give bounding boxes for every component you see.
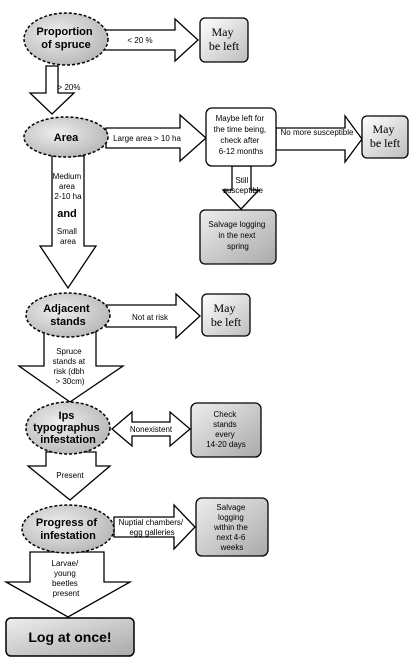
node-adjacent xyxy=(25,292,111,338)
box-salvage-weeks xyxy=(195,497,269,557)
arrow-medium-label: Medium area 2-10 ha xyxy=(53,172,84,201)
box-maybe-left-time xyxy=(205,107,277,167)
arrow-larvae xyxy=(3,551,133,618)
arrow-nuptial xyxy=(113,503,196,551)
box-check-stands-label: Check stands every 14-20 days xyxy=(206,410,246,449)
arrow-still xyxy=(221,165,261,210)
node-ips xyxy=(25,401,111,455)
arrow-present-label: Present xyxy=(56,471,84,480)
box-salvage-spring xyxy=(199,209,277,265)
box-may-be-left-2-label: May be left xyxy=(370,122,401,150)
box-may-be-left-3 xyxy=(201,293,251,337)
box-log-at-once xyxy=(5,617,135,657)
node-area xyxy=(23,116,109,158)
node-progress-label: Progress of infestation xyxy=(36,517,100,542)
arrow-spruce-risk xyxy=(16,331,126,403)
arrow-small-label: Small area xyxy=(57,227,79,246)
arrow-not-at-risk xyxy=(105,292,201,340)
box-may-be-left-1 xyxy=(199,17,249,63)
arrow-present xyxy=(26,451,112,501)
box-check-stands xyxy=(190,402,262,458)
node-adjacent-label: Adjacent stands xyxy=(43,303,93,328)
arrow-and-label: and xyxy=(57,208,77,220)
arrow-nonexistent xyxy=(110,410,192,448)
arrow-larvae-label: Larvae/ young beetles present xyxy=(52,559,81,598)
box-log-at-once-label: Log at once! xyxy=(28,629,111,645)
arrow-large-area-label: Large area > 10 ha xyxy=(113,134,181,143)
arrow-no-more-label: No more susceptible xyxy=(281,128,354,137)
box-may-be-left-1-label: May be left xyxy=(209,25,240,53)
node-proportion-label: Proportion of spruce xyxy=(36,26,95,51)
box-maybe-left-time-label: Maybe left for the time being, check aft… xyxy=(214,114,269,156)
arrow-still-label: Still susceptible xyxy=(223,176,264,195)
box-salvage-spring-label: Salvage logging in the next spring xyxy=(208,220,267,251)
arrow-lt20 xyxy=(103,17,199,63)
arrow-large-area xyxy=(105,113,207,163)
box-may-be-left-3-label: May be left xyxy=(211,301,242,329)
arrow-not-at-risk-label: Not at risk xyxy=(132,313,169,322)
node-area-label: Area xyxy=(54,132,79,144)
arrow-no-more xyxy=(275,114,363,164)
arrow-lt20-label: < 20 % xyxy=(127,36,152,45)
arrow-spruce-risk-label: Spruce stands at risk (dbh > 30cm) xyxy=(53,347,88,386)
node-progress xyxy=(21,504,115,554)
node-ips-label: Ips typographus infestation xyxy=(33,410,103,446)
box-may-be-left-2 xyxy=(361,115,409,159)
arrow-gt20 xyxy=(28,65,76,115)
arrow-nonexistent-label: Nonexistent xyxy=(130,425,173,434)
arrow-medium-small xyxy=(38,155,98,290)
arrow-nuptial-label: Nuptial chambers/ egg galleries xyxy=(119,518,186,537)
box-salvage-weeks-label: Salvage logging within the next 4-6 week… xyxy=(213,503,250,552)
arrow-gt20-label: > 20% xyxy=(58,83,81,92)
node-proportion xyxy=(23,12,109,66)
